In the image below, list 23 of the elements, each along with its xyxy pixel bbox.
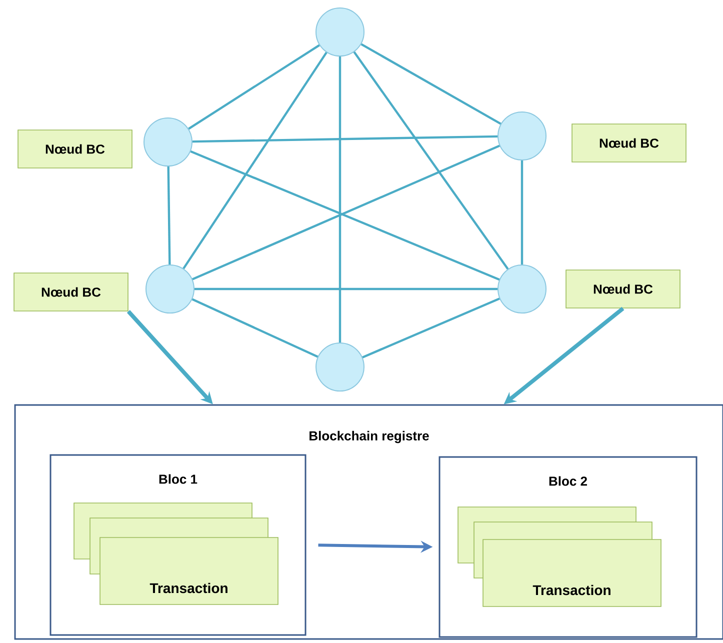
transaction-card: Transaction <box>482 539 662 607</box>
connection-line <box>520 160 524 264</box>
connection-line <box>194 288 498 290</box>
node-label-box: Nœud BC <box>14 272 128 312</box>
node-label-box: Nœud BC <box>18 130 132 168</box>
connection-line <box>353 51 509 270</box>
connection-line <box>192 298 318 358</box>
connection-line <box>188 44 320 130</box>
network-node-circle <box>146 264 194 314</box>
connection-line <box>338 56 342 342</box>
connection-line <box>167 166 171 265</box>
connection-line <box>192 135 498 143</box>
connection-line <box>360 43 502 125</box>
connection-line <box>362 298 500 358</box>
network-node-circle <box>498 112 546 160</box>
network-node-circle <box>316 342 364 392</box>
network-node-circle <box>498 264 546 314</box>
connection-line <box>182 52 328 270</box>
node-label-box: Nœud BC <box>572 124 686 162</box>
transaction-card: Transaction <box>100 537 278 605</box>
network-node-circle <box>316 8 364 56</box>
node-label-box: Nœud BC <box>566 270 680 308</box>
network-node-circle <box>144 118 192 166</box>
